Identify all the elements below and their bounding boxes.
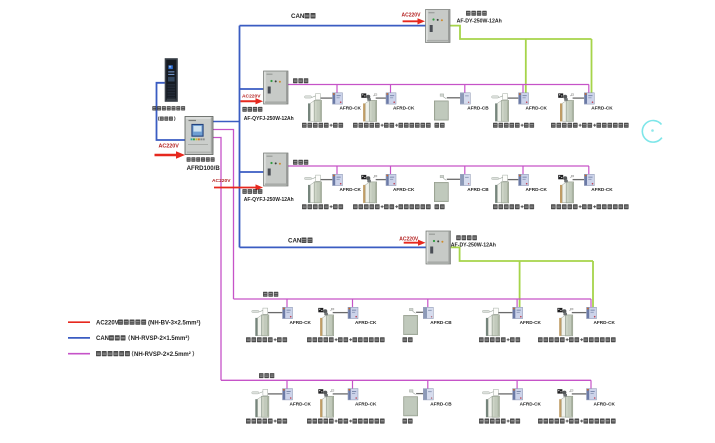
svg-text:AFRD-CK: AFRD-CK xyxy=(526,106,548,111)
svg-text:NH-RVSP-2×1.5mm²: NH-RVSP-2×1.5mm² xyxy=(131,335,188,342)
svg-text:AFRD-CK: AFRD-CK xyxy=(520,402,542,407)
svg-text:CAN: CAN xyxy=(291,13,305,20)
svg-text:AF-QYFJ-250W-12Ah: AF-QYFJ-250W-12Ah xyxy=(244,116,294,122)
svg-text:AFRD-CK: AFRD-CK xyxy=(591,187,613,192)
svg-text:AC220V: AC220V xyxy=(212,178,231,184)
svg-text:AC220V: AC220V xyxy=(159,144,180,150)
svg-text:AFRD-CK: AFRD-CK xyxy=(520,320,542,325)
svg-text:AC220V: AC220V xyxy=(96,320,119,326)
svg-text:AFRD-CK: AFRD-CK xyxy=(393,106,415,111)
svg-text:AFRD100/B: AFRD100/B xyxy=(187,165,221,172)
svg-text:AFRD-CB: AFRD-CB xyxy=(467,187,489,192)
svg-text:NH-RVSP-2×2.5mm²: NH-RVSP-2×2.5mm² xyxy=(134,351,191,358)
svg-text:AFRD-CB: AFRD-CB xyxy=(430,402,452,407)
svg-text:AFRD-CK: AFRD-CK xyxy=(290,402,312,407)
svg-text:AFRD-CK: AFRD-CK xyxy=(393,187,415,192)
svg-text:AF-DY-250W-12Ah: AF-DY-250W-12Ah xyxy=(457,18,502,24)
svg-text:AFRD-CK: AFRD-CK xyxy=(290,320,312,325)
svg-text:CAN: CAN xyxy=(96,336,109,342)
svg-text:AFRD-CK: AFRD-CK xyxy=(526,187,548,192)
svg-text:AC220V: AC220V xyxy=(399,236,419,242)
svg-text:AFRD-CB: AFRD-CB xyxy=(430,320,452,325)
svg-text:AFRD-CK: AFRD-CK xyxy=(591,106,613,111)
svg-text:AFRD-CK: AFRD-CK xyxy=(340,187,362,192)
svg-text:(NH-BV-3×2.5mm²): (NH-BV-3×2.5mm²) xyxy=(148,319,201,326)
svg-text:CAN: CAN xyxy=(288,238,302,245)
svg-text:AC220V: AC220V xyxy=(402,12,422,18)
svg-text:AF-DY-250W-12Ah: AF-DY-250W-12Ah xyxy=(451,242,496,248)
svg-text:AF-QYFJ-250W-12Ah: AF-QYFJ-250W-12Ah xyxy=(244,197,294,203)
svg-text:AFRD-CK: AFRD-CK xyxy=(355,402,377,407)
svg-text:AFRD-CK: AFRD-CK xyxy=(340,106,362,111)
svg-text:AFRD-CB: AFRD-CB xyxy=(467,106,489,111)
svg-text:AC220V: AC220V xyxy=(242,94,261,100)
svg-text:AFRD-CK: AFRD-CK xyxy=(594,402,616,407)
svg-text:AFRD-CK: AFRD-CK xyxy=(355,320,377,325)
svg-text:AFRD-CK: AFRD-CK xyxy=(594,320,616,325)
